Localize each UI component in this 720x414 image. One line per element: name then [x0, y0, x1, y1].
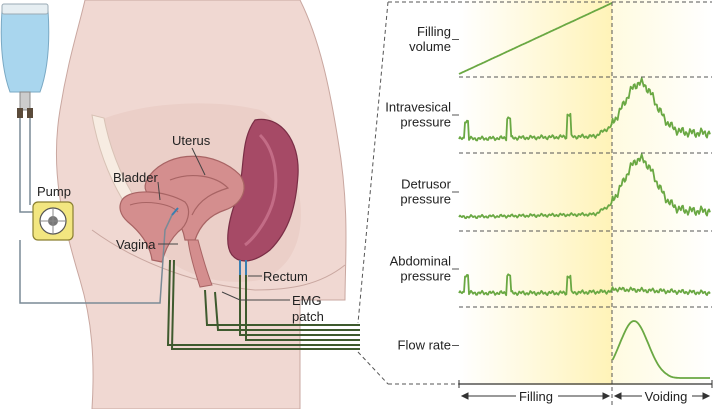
trace-curve-intravesical	[458, 77, 711, 142]
voiding-phase-label: Voiding	[645, 389, 688, 404]
anatomy-illustration: Pump Uterus Bladder Vagina Rectum E	[0, 0, 360, 410]
uterus-label: Uterus	[172, 133, 211, 148]
label-leaders	[157, 147, 262, 277]
trace-label: pressure	[400, 115, 451, 130]
emg-label-line1: EMG	[292, 293, 322, 308]
connector-dash-top	[357, 1, 389, 324]
trace-label: Abdominal	[390, 254, 452, 269]
trace-curve-ramp	[458, 2, 612, 75]
pump-label: Pump	[37, 184, 71, 199]
trace-label: Filling	[417, 24, 451, 39]
trace-curve-detrusor	[458, 153, 711, 220]
pump-device	[32, 201, 74, 241]
trace-curve-flow	[611, 320, 710, 379]
trace-label: Flow rate	[398, 338, 451, 353]
catheter-lines	[166, 259, 360, 350]
trace-label: pressure	[400, 192, 451, 207]
vagina-label: Vagina	[116, 237, 156, 252]
iv-bag-top	[1, 3, 49, 15]
row-separators	[388, 1, 712, 385]
pelvic-floor-outline	[91, 229, 346, 291]
connector-dash-bottom	[357, 351, 389, 385]
trace-curve-abdominal	[458, 273, 711, 297]
iv-bag	[0, 9, 50, 93]
pump-tubing	[19, 214, 173, 304]
rectum-lumen	[244, 133, 278, 247]
filling-phase-bg	[459, 0, 612, 385]
trace-label: Detrusor	[401, 177, 452, 192]
emg-leader	[221, 291, 290, 301]
rectum-label: Rectum	[263, 269, 308, 284]
iv-bag-port	[19, 91, 31, 111]
filling-phase-label: Filling	[519, 389, 553, 404]
trace-labels: FillingvolumeIntravesicalpressureDetruso…	[385, 24, 459, 353]
vagina-organ	[187, 239, 213, 288]
bladder-organ	[119, 191, 190, 263]
recording-panel: Filling Voiding FillingvolumeIntravesica…	[357, 0, 713, 405]
trace-curves	[458, 2, 711, 379]
trace-label: volume	[409, 39, 451, 54]
uterus-cavity	[169, 175, 230, 216]
trace-label: Intravesical	[385, 100, 451, 115]
emg-label-line2: patch	[292, 309, 324, 324]
trace-label: pressure	[400, 269, 451, 284]
bladder-label: Bladder	[113, 170, 158, 185]
